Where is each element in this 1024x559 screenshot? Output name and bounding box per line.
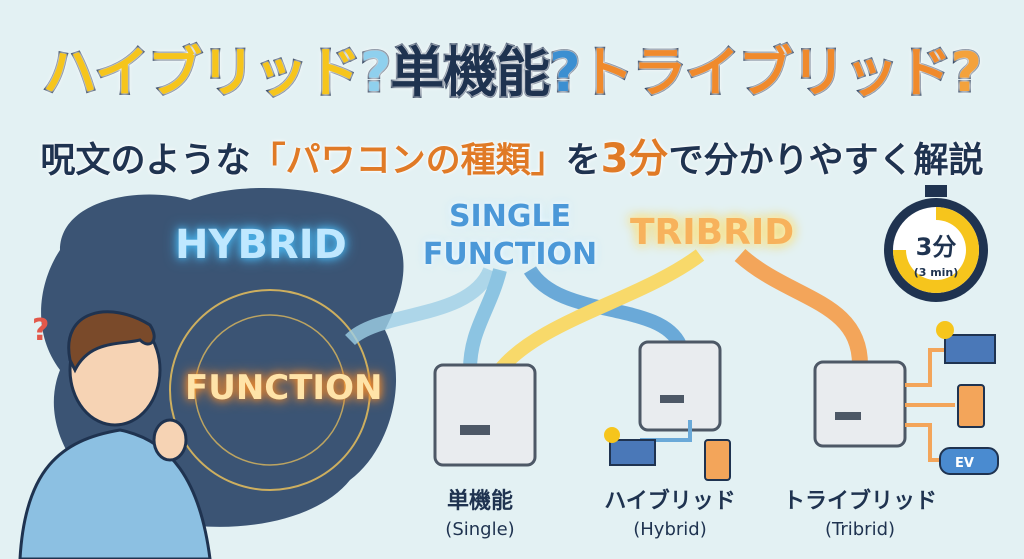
type-single: 単機能 (Single) <box>410 488 550 544</box>
subtitle-time: 3分 <box>600 136 669 182</box>
sun-icon <box>604 427 620 443</box>
inverter-tribrid <box>813 360 907 448</box>
ev-car-icon <box>939 447 999 475</box>
type-name: 単機能 <box>446 489 513 514</box>
type-name: ハイブリッド <box>604 489 736 514</box>
flow-label-single: SINGLE FUNCTION <box>422 199 598 272</box>
stopwatch-icon: 3分 (3 min) <box>884 185 988 302</box>
battery-icon <box>704 439 731 481</box>
flow-tribrid <box>734 248 868 366</box>
flow-label-tribrid: TRIBRID <box>630 212 795 253</box>
type-en: (Hybrid) <box>633 519 707 540</box>
type-tribrid: トライブリッド (Tribrid) <box>760 488 960 544</box>
title-single: 単機能 <box>389 40 552 106</box>
solar-panel-icon <box>609 439 656 466</box>
type-hybrid: ハイブリッド (Hybrid) <box>590 488 750 544</box>
title-tribrid: トライブリッド <box>578 40 953 106</box>
ev-label: EV <box>955 456 974 471</box>
timer-sub: (3 min) <box>914 266 959 279</box>
main-title: ハイブリッド?単機能?トライブリッド? <box>0 28 1024 107</box>
inverter-single <box>433 363 537 467</box>
subtitle-highlight: 「パワコンの種類」 <box>250 141 566 181</box>
subtitle: 呪文のような「パワコンの種類」を3分で分かりやすく解説 <box>0 126 1024 184</box>
subtitle-text: を <box>565 141 601 181</box>
subtitle-text: 呪文のような <box>40 141 251 181</box>
magic-circle <box>169 289 371 491</box>
question-mark: ? <box>548 40 582 106</box>
type-name: トライブリッド <box>782 489 937 514</box>
question-mark: ? <box>949 40 983 106</box>
subtitle-text: で分かりやすく解説 <box>668 141 984 181</box>
question-mark: ? <box>358 40 392 106</box>
spell-hybrid: HYBRID <box>175 222 347 268</box>
battery-icon <box>957 384 985 428</box>
sun-icon <box>936 321 954 339</box>
flow-single <box>345 266 497 346</box>
type-en: (Single) <box>445 519 515 540</box>
title-hybrid: ハイブリッド <box>42 40 363 106</box>
type-en: (Tribrid) <box>824 519 896 540</box>
question-icon: ? <box>32 313 49 348</box>
spell-function: FUNCTION <box>185 368 383 408</box>
timer-value: 3分 <box>916 233 957 261</box>
solar-panel-icon <box>944 334 996 364</box>
inverter-hybrid <box>638 340 722 432</box>
confused-person <box>18 310 212 559</box>
flow-tribrid-yellow <box>494 249 705 375</box>
flow-single-to-box <box>463 268 507 371</box>
